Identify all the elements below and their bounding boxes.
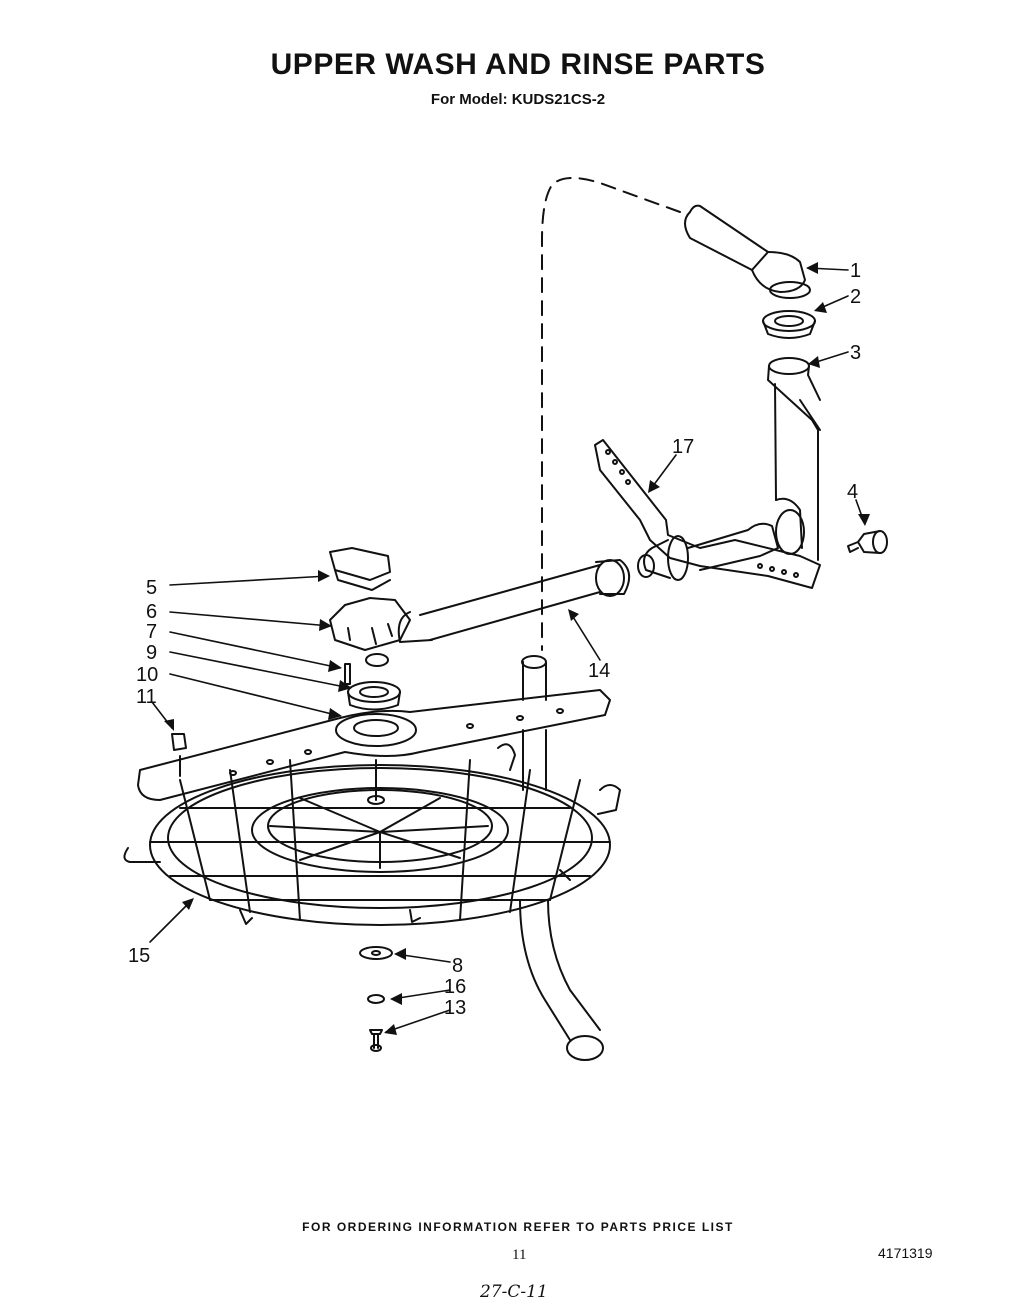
upper-spray-arm — [137, 689, 611, 805]
callout-16: 16 — [444, 976, 466, 998]
document-number: 4171319 — [878, 1245, 933, 1261]
callout-11: 11 — [136, 686, 157, 708]
nozzle-cap — [171, 733, 187, 777]
hose-route-dashed — [541, 177, 681, 651]
elbow-connector — [637, 509, 805, 581]
handwritten-note: 27-C-11 — [480, 1282, 548, 1302]
callout-4: 4 — [847, 481, 858, 503]
callout-7: 7 — [146, 621, 157, 643]
callout-1: 1 — [850, 260, 861, 282]
page-number: 11 — [512, 1247, 527, 1263]
mounting-bracket — [594, 439, 821, 589]
callout-14: 14 — [588, 660, 610, 682]
bottom-hardware — [359, 946, 393, 1052]
leader-lines — [149, 267, 865, 1033]
rack-wheel — [123, 743, 621, 926]
callout-labels: 1 2 3 4 5 6 7 9 10 11 17 14 15 8 16 13 — [128, 260, 861, 1019]
callout-9: 9 — [146, 642, 157, 664]
ordering-note: FOR ORDERING INFORMATION REFER TO PARTS … — [302, 1220, 734, 1234]
supply-tube — [397, 559, 631, 643]
leader-arrowheads — [164, 262, 870, 1035]
model-subtitle: For Model: KUDS21CS-2 — [430, 91, 606, 108]
manifold-tube — [767, 357, 821, 561]
page-title: UPPER WASH AND RINSE PARTS — [270, 48, 766, 81]
hub-fasteners — [344, 663, 401, 711]
vertical-feed-tube — [519, 655, 604, 1061]
callout-8: 8 — [452, 955, 463, 977]
upper-hose — [684, 204, 811, 299]
hub-clip — [329, 547, 411, 667]
callout-3: 3 — [850, 342, 861, 364]
callout-5: 5 — [146, 577, 157, 599]
gasket-ring — [762, 310, 816, 339]
callout-10: 10 — [136, 664, 158, 686]
callout-2: 2 — [850, 286, 861, 308]
callout-13: 13 — [444, 997, 466, 1019]
callout-6: 6 — [146, 601, 157, 623]
callout-17: 17 — [672, 436, 694, 458]
callout-15: 15 — [128, 945, 150, 967]
plug-part — [847, 530, 888, 554]
